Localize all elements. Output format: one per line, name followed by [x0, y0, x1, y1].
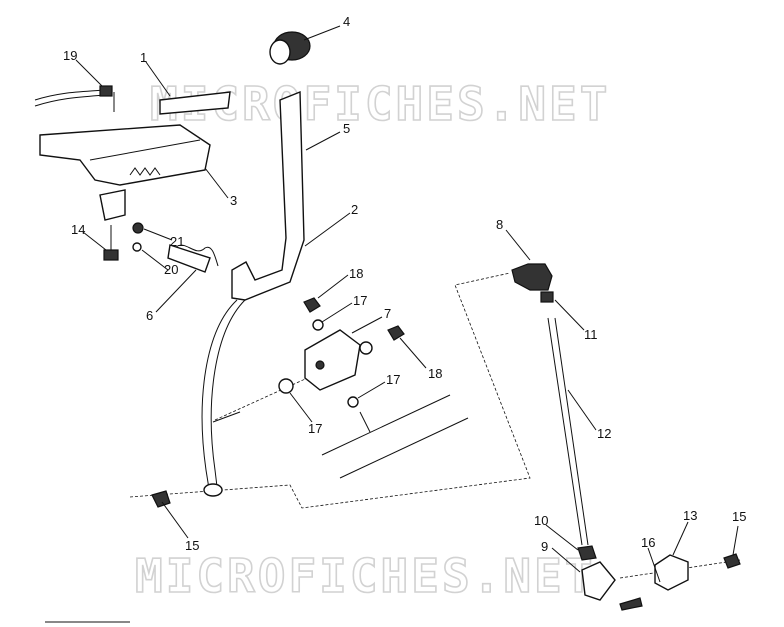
leader-21	[143, 228, 173, 241]
callout-12: 12	[597, 426, 611, 441]
callout-14: 14	[71, 222, 85, 237]
cable-2	[34, 94, 106, 107]
washer-17c	[359, 341, 373, 355]
leader-17c	[357, 381, 386, 399]
callout-1: 1	[140, 50, 147, 65]
rod-lower	[210, 299, 246, 496]
leader-7	[351, 316, 383, 334]
bracket-notches	[129, 167, 161, 176]
callout-15a: 15	[185, 538, 199, 553]
nut-15a	[151, 490, 171, 508]
bolt-head	[103, 249, 119, 261]
steering-arm	[654, 554, 689, 591]
leader-17b	[289, 392, 313, 423]
washer-17b	[312, 319, 324, 331]
leader-13	[672, 521, 689, 556]
callout-2: 2	[351, 202, 358, 217]
callout-16: 16	[641, 535, 655, 550]
watermark-bottom: MICROFICHES.NET	[135, 549, 595, 603]
ball-joint-top	[511, 263, 553, 291]
callout-17c: 17	[386, 372, 400, 387]
key-16	[619, 597, 643, 611]
callout-21: 21	[170, 234, 184, 249]
callout-20: 20	[164, 262, 178, 277]
leader-18a	[317, 274, 349, 299]
washer-17d	[347, 396, 359, 408]
callout-3: 3	[230, 193, 237, 208]
nut-10	[577, 545, 597, 561]
leader-12	[567, 389, 597, 431]
leader-9	[551, 547, 581, 573]
leader-14	[82, 231, 107, 251]
nut-18b	[387, 325, 405, 341]
plate-part	[159, 91, 231, 115]
lever-arm	[231, 90, 305, 301]
leader-4	[303, 25, 341, 41]
bolt-threaded-a	[212, 411, 241, 423]
bracket-part	[39, 124, 211, 186]
ball-joint-bottom	[581, 561, 616, 601]
callout-6: 6	[146, 308, 153, 323]
nut-21	[132, 222, 144, 234]
callout-13: 13	[683, 508, 697, 523]
bracket-slot	[89, 139, 201, 161]
leader-15b	[732, 525, 739, 556]
nut-11	[540, 291, 554, 303]
leader-17a	[321, 302, 353, 323]
rod-lower-2	[201, 299, 238, 496]
leader-16	[647, 547, 661, 583]
cable	[34, 89, 106, 101]
bracket-tab	[99, 189, 126, 221]
leader-15a	[161, 501, 189, 539]
leader-10	[545, 524, 579, 551]
assembly-line-main	[129, 272, 531, 509]
callout-9: 9	[541, 539, 548, 554]
leader-18b	[399, 337, 427, 369]
leader-2	[304, 212, 351, 247]
callout-8: 8	[496, 217, 503, 232]
leader-6	[155, 269, 197, 313]
ground-line-2	[339, 417, 469, 479]
rod-eye	[203, 483, 223, 497]
callout-18b: 18	[428, 366, 442, 381]
leader-19	[75, 59, 103, 87]
nut-15b	[723, 553, 741, 569]
spring	[174, 244, 219, 267]
cable-end	[99, 85, 113, 97]
leader-20	[141, 249, 169, 271]
callout-18a: 18	[349, 266, 363, 281]
callout-17a: 17	[353, 293, 367, 308]
leader-3	[204, 167, 229, 199]
leader-11	[554, 299, 585, 331]
callout-7: 7	[384, 306, 391, 321]
callout-15b: 15	[732, 509, 746, 524]
washer-20	[132, 242, 142, 252]
knob-face	[269, 39, 291, 65]
tie-rod	[547, 317, 583, 546]
callout-5: 5	[343, 121, 350, 136]
pivot-hole	[315, 360, 325, 370]
leader-8	[505, 229, 531, 261]
pivot-block	[304, 329, 361, 391]
ground-line-1	[321, 394, 451, 456]
leader-5	[305, 131, 341, 151]
bolt-threaded-b	[359, 411, 371, 433]
leader-1	[145, 61, 171, 97]
spring-body	[167, 244, 211, 273]
nut-18a	[303, 297, 321, 313]
tie-rod-2	[554, 317, 589, 546]
callout-17b: 17	[308, 421, 322, 436]
washer-17a	[278, 378, 294, 394]
callout-10: 10	[534, 513, 548, 528]
callout-4: 4	[343, 14, 350, 29]
callout-11: 11	[584, 327, 598, 342]
callout-19: 19	[63, 48, 77, 63]
